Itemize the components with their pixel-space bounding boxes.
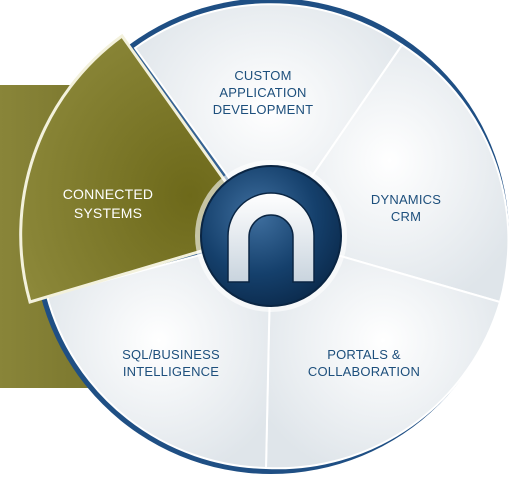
segment-sql-business-intelligence[interactable] — [45, 234, 273, 470]
segment-custom-application-development[interactable] — [133, 3, 404, 238]
label-portals-collaboration: PORTALS & COLLABORATION — [307, 347, 421, 379]
n-logo-icon — [227, 192, 315, 283]
hub — [195, 160, 347, 312]
label-connected-systems: CONNECTED SYSTEMS — [62, 186, 154, 221]
label-dynamics-crm: DYNAMICS CRM — [370, 192, 442, 224]
segment-portals-collaboration[interactable] — [264, 234, 502, 470]
label-custom-application-development: CUSTOM APPLICATION DEVELOPMENT — [212, 68, 314, 117]
label-sql-business-intelligence: SQL/BUSINESS INTELLIGENCE — [122, 347, 220, 379]
